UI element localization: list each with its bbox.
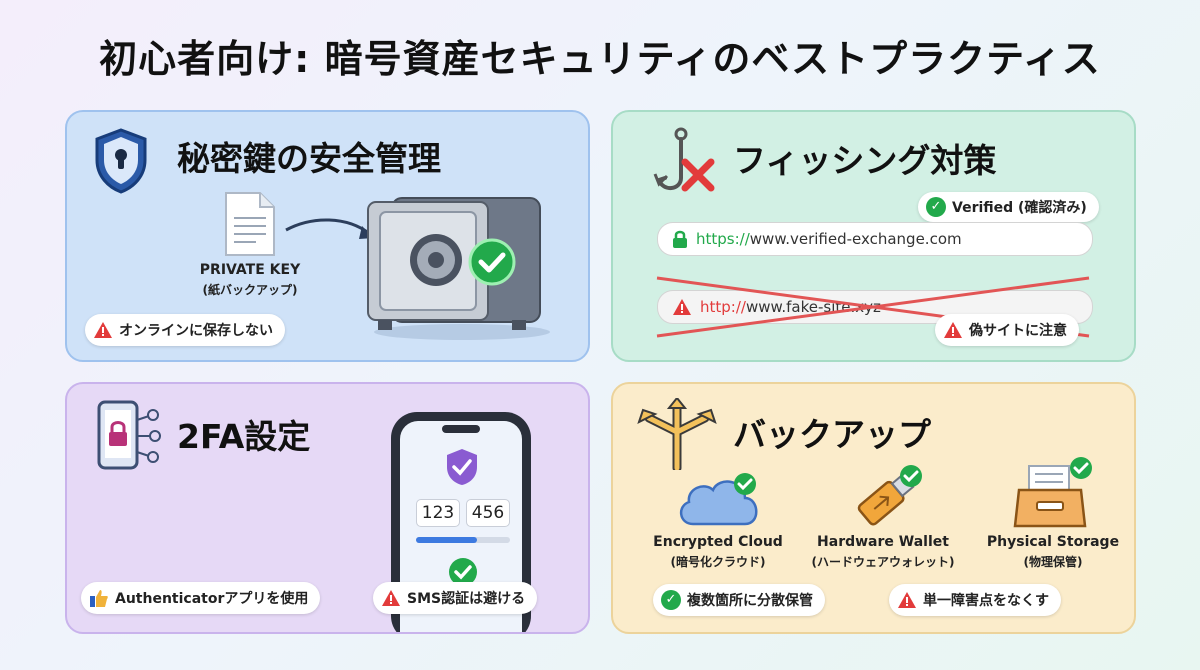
backup-option-name: Physical Storage xyxy=(986,534,1120,550)
warning-icon xyxy=(944,322,962,338)
backup-title: バックアップ xyxy=(733,415,931,454)
no-online-storage-warning: オンラインに保存しない xyxy=(85,314,285,346)
phishing-card: フィッシング対策 ✓ Verified (確認済み) https://www.v… xyxy=(611,110,1136,362)
code-box-1: 123 xyxy=(416,499,460,527)
storage-box-icon xyxy=(1013,457,1092,528)
cloud-icon xyxy=(680,473,758,526)
url-scheme-http: http:// xyxy=(700,298,746,316)
fishhook-x-icon xyxy=(653,127,715,192)
fake-site-warning: 偽サイトに注意 xyxy=(935,314,1079,346)
backup-option-sub: (暗号化クラウド) xyxy=(670,555,766,569)
backup-card: バックアップ Encrypted Cloud (暗号化クラウド) Hardwar… xyxy=(611,382,1136,634)
tip-good-text: Authenticatorアプリを使用 xyxy=(115,591,309,607)
warning-icon xyxy=(382,590,400,606)
url-domain-verified: www.verified-exchange.com xyxy=(749,230,962,248)
backup-option-sub: (物理保管) xyxy=(1023,555,1083,569)
tip-bad-text: SMS認証は避ける xyxy=(407,591,526,607)
backup-option-name: Encrypted Cloud xyxy=(653,534,783,550)
warning-icon xyxy=(673,299,691,315)
thumbs-up-icon xyxy=(90,590,108,607)
usb-wallet-icon xyxy=(857,465,922,526)
page-title: 初心者向け: 暗号資産セキュリティのベストプラクティス xyxy=(99,37,1101,81)
safe-icon xyxy=(367,197,550,340)
backup-option-sub: (ハードウェアウォレット) xyxy=(811,555,955,569)
split-arrows-icon xyxy=(637,398,717,470)
private-key-card: 秘密鍵の安全管理 PRIVATE KEY (紙バックアップ) オンラインに保存し… xyxy=(65,110,590,362)
warning-text: 偽サイトに注意 xyxy=(969,323,1067,339)
private-key-title: 秘密鍵の安全管理 xyxy=(177,139,441,178)
single-point-failure-tip: 単一障害点をなくす xyxy=(889,584,1061,616)
shield-keyhole-icon xyxy=(95,128,147,194)
phishing-title: フィッシング対策 xyxy=(733,141,997,180)
progress-track xyxy=(416,537,510,543)
check-icon xyxy=(468,238,516,286)
paper-sublabel: (紙バックアップ) xyxy=(202,283,298,297)
verified-badge: ✓ Verified (確認済み) xyxy=(918,192,1099,222)
check-icon: ✓ xyxy=(661,590,681,610)
tip-bad-text: 単一障害点をなくす xyxy=(923,593,1049,609)
backup-option-name: Hardware Wallet xyxy=(817,534,949,550)
check-icon: ✓ xyxy=(926,197,946,217)
lock-icon xyxy=(673,230,687,248)
warning-text: オンラインに保存しない xyxy=(119,323,273,339)
progress-fill xyxy=(416,537,478,543)
phone-lock-icon xyxy=(97,400,161,470)
url-scheme-https: https:// xyxy=(696,230,750,248)
avoid-sms-tip: SMS認証は避ける xyxy=(373,582,538,614)
tip-good-text: 複数箇所に分散保管 xyxy=(687,593,813,609)
warning-icon xyxy=(94,322,112,338)
twofa-title: 2FA設定 xyxy=(177,417,311,456)
warning-icon xyxy=(898,592,916,608)
code-box-2: 456 xyxy=(466,499,510,527)
use-authenticator-tip: Authenticatorアプリを使用 xyxy=(81,582,321,614)
distributed-storage-tip: ✓ 複数箇所に分散保管 xyxy=(653,584,825,616)
verified-text: Verified (確認済み) xyxy=(952,200,1087,216)
check-icon xyxy=(449,558,477,586)
twofa-card: 2FA設定 123 456 Authenticatorアプリを使用 SMS認証は… xyxy=(65,382,590,634)
document-icon xyxy=(225,192,275,256)
shield-check-icon xyxy=(447,449,477,485)
paper-label: PRIVATE KEY xyxy=(199,262,301,278)
verified-url-bar[interactable]: https://www.verified-exchange.com xyxy=(657,222,1093,256)
